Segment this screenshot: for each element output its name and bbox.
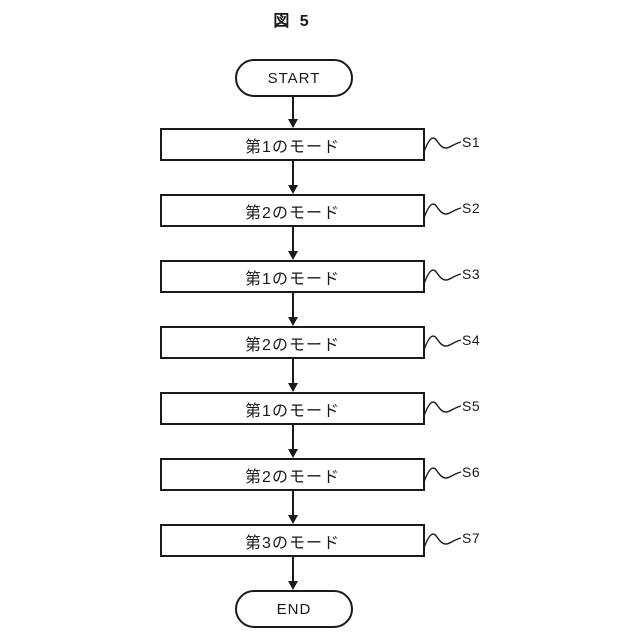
arrowhead-icon (287, 449, 298, 458)
step-id-label: S6 (462, 464, 481, 480)
arrowhead-icon (287, 581, 298, 590)
arrow-line (291, 227, 294, 251)
squiggle-connector (424, 269, 462, 285)
step-id-label: S4 (462, 332, 481, 348)
step-id-label: S7 (462, 530, 481, 546)
arrow-line (291, 425, 294, 449)
step-box: 第3のモード (160, 524, 425, 557)
arrow-line (291, 359, 294, 383)
flow-arrow (287, 161, 298, 194)
step-id-label: S2 (462, 200, 481, 216)
flow-arrow (287, 227, 298, 260)
end-label: END (276, 600, 312, 618)
flow-arrow (287, 359, 298, 392)
flow-arrow (287, 557, 298, 590)
arrow-line (291, 161, 294, 185)
step-label: 第2のモード (245, 336, 340, 354)
step-box: 第2のモード (160, 326, 425, 359)
arrowhead-icon (287, 383, 298, 392)
step-label: 第3のモード (245, 534, 340, 552)
arrowhead-icon (287, 317, 298, 326)
flow-arrow (287, 97, 298, 128)
step-box: 第1のモード (160, 260, 425, 293)
arrowhead-icon (287, 515, 298, 524)
step-box: 第1のモード (160, 128, 425, 161)
step-label: 第2のモード (245, 468, 340, 486)
start-label: START (267, 69, 321, 87)
arrow-line (291, 97, 294, 119)
step-box: 第2のモード (160, 458, 425, 491)
squiggle-connector (424, 137, 462, 153)
step-box: 第2のモード (160, 194, 425, 227)
step-label: 第1のモード (245, 270, 340, 288)
flow-arrow (287, 425, 298, 458)
flow-arrow (287, 293, 298, 326)
step-label: 第1のモード (245, 402, 340, 420)
arrowhead-icon (287, 251, 298, 260)
arrow-line (291, 491, 294, 515)
step-id-label: S1 (462, 134, 481, 150)
start-terminal: START (235, 59, 353, 97)
flow-arrow (287, 491, 298, 524)
step-id-label: S5 (462, 398, 481, 414)
figure-title: 図 5 (273, 13, 312, 30)
step-label: 第2のモード (245, 204, 340, 222)
step-box: 第1のモード (160, 392, 425, 425)
end-terminal: END (235, 590, 353, 628)
arrow-line (291, 293, 294, 317)
squiggle-connector (424, 401, 462, 417)
squiggle-connector (424, 467, 462, 483)
squiggle-connector (424, 533, 462, 549)
arrowhead-icon (287, 185, 298, 194)
step-id-label: S3 (462, 266, 481, 282)
arrow-line (291, 557, 294, 581)
arrowhead-icon (287, 119, 298, 128)
squiggle-connector (424, 335, 462, 351)
step-label: 第1のモード (245, 138, 340, 156)
squiggle-connector (424, 203, 462, 219)
